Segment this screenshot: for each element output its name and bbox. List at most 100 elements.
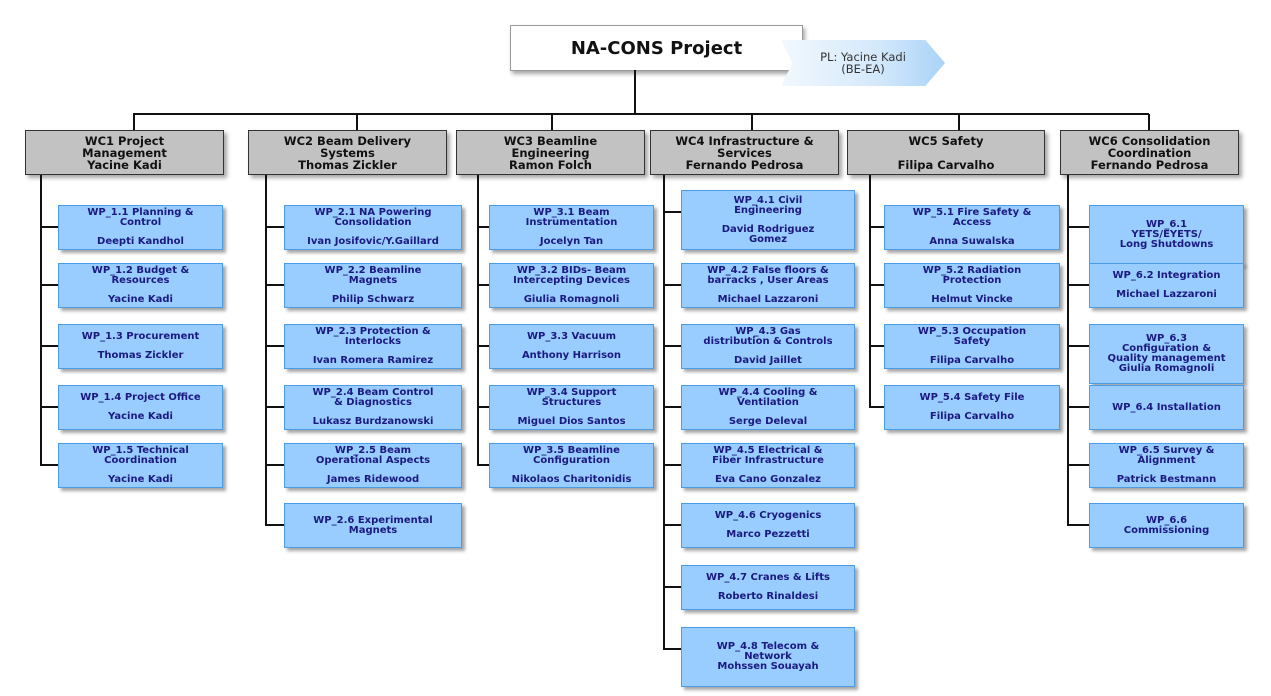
work-package-owner: Miguel Dios Santos xyxy=(517,416,626,427)
work-package-title-line: WP_5.3 Occupation xyxy=(917,326,1027,337)
package-branch-connector xyxy=(40,284,58,286)
work-cluster-title-line: WC5 Safety xyxy=(908,133,984,148)
work-package-owner: James Ridewood xyxy=(326,474,420,485)
work-package-owner: David Jaillet xyxy=(734,355,802,366)
work-package-title-line: WP_6.2 Integration xyxy=(1112,270,1221,281)
work-package-owner: Roberto Rinaldesi xyxy=(717,591,819,602)
work-package-title-line: Safety xyxy=(953,336,991,347)
package-branch-connector xyxy=(869,406,884,408)
package-branch-connector xyxy=(477,226,489,228)
work-package-owner: Gomez xyxy=(748,233,788,245)
cluster-drop-connector xyxy=(1148,114,1150,130)
work-package-title-line: Ventilation xyxy=(737,397,799,408)
package-branch-connector xyxy=(477,345,489,347)
work-package-title-line: WP_2.5 Beam xyxy=(334,445,412,456)
work-package-owner: Serge Deleval xyxy=(728,416,808,427)
work-package-title-line: Access xyxy=(952,217,992,228)
work-package-owner: Lukasz Burdzanowski xyxy=(312,416,434,427)
work-package-title-line: WP_5.4 Safety File xyxy=(919,392,1025,403)
work-package-title-line: WP_2.4 Beam Control xyxy=(312,387,434,398)
work-package-card[interactable]: WP_6.4 Installation xyxy=(1089,385,1244,430)
package-branch-connector xyxy=(40,226,58,228)
work-package-title-line: WP_4.2 False floors & xyxy=(707,265,829,276)
work-package-title-line: WP_2.2 Beamline xyxy=(324,265,422,276)
work-package-title-line: Fiber Infrastructure xyxy=(712,455,824,466)
cluster-bus-connector xyxy=(133,113,1149,115)
work-cluster-title-line: WC1 Project xyxy=(84,133,165,148)
work-package-title-line: WP_4.3 Gas xyxy=(735,326,801,337)
work-package-title-line: WP_5.2 Radiation xyxy=(922,265,1022,276)
work-cluster-title-line: Engineering xyxy=(511,145,590,160)
cluster-spine-connector xyxy=(663,175,665,649)
work-package-title-line: WP_4.5 Electrical & xyxy=(713,445,823,456)
cluster-spine-connector xyxy=(265,175,267,525)
package-branch-connector xyxy=(663,648,681,650)
work-package-title-line: Resources xyxy=(111,275,170,286)
project-leader-name: PL: Yacine Kadi xyxy=(820,50,906,64)
package-branch-connector xyxy=(1067,284,1089,286)
package-branch-connector xyxy=(265,284,284,286)
package-branch-connector xyxy=(663,464,681,466)
work-package-title-line: Long Shutdowns xyxy=(1119,239,1214,250)
work-package-card[interactable]: WP_4.2 False floors &barracks , User Are… xyxy=(681,263,855,308)
work-package-title-line: WP_6.3 xyxy=(1145,333,1188,344)
work-package-owner: Michael Lazzaroni xyxy=(717,294,819,305)
package-branch-connector xyxy=(663,211,681,213)
package-branch-connector xyxy=(869,345,884,347)
work-package-owner: Eva Cano Gonzalez xyxy=(715,474,821,485)
work-package-owner: Jocelyn Tan xyxy=(539,236,604,247)
work-package-title-line: Giulia Romagnoli xyxy=(1118,363,1215,374)
work-cluster-title-line: Filipa Carvalho xyxy=(897,157,995,172)
work-package-title-line: WP_4.7 Cranes & Lifts xyxy=(706,572,830,583)
work-package-title-line: WP_2.1 NA Powering xyxy=(314,207,432,218)
work-package-owner: Filipa Carvalho xyxy=(929,355,1015,366)
project-root-node[interactable]: NA-CONS Project xyxy=(510,25,803,71)
package-branch-connector xyxy=(1067,406,1089,408)
work-package-owner: Patrick Bestmann xyxy=(1116,474,1217,485)
cluster-drop-connector xyxy=(356,114,358,130)
work-cluster-title-line: Yacine Kadi xyxy=(87,157,162,172)
work-package-owner: Yacine Kadi xyxy=(108,294,173,305)
cluster-spine-connector xyxy=(477,175,479,465)
work-package-title-line: WP_4.1 Civil xyxy=(733,194,803,206)
work-package-title-line: WP_6.6 xyxy=(1145,514,1188,526)
